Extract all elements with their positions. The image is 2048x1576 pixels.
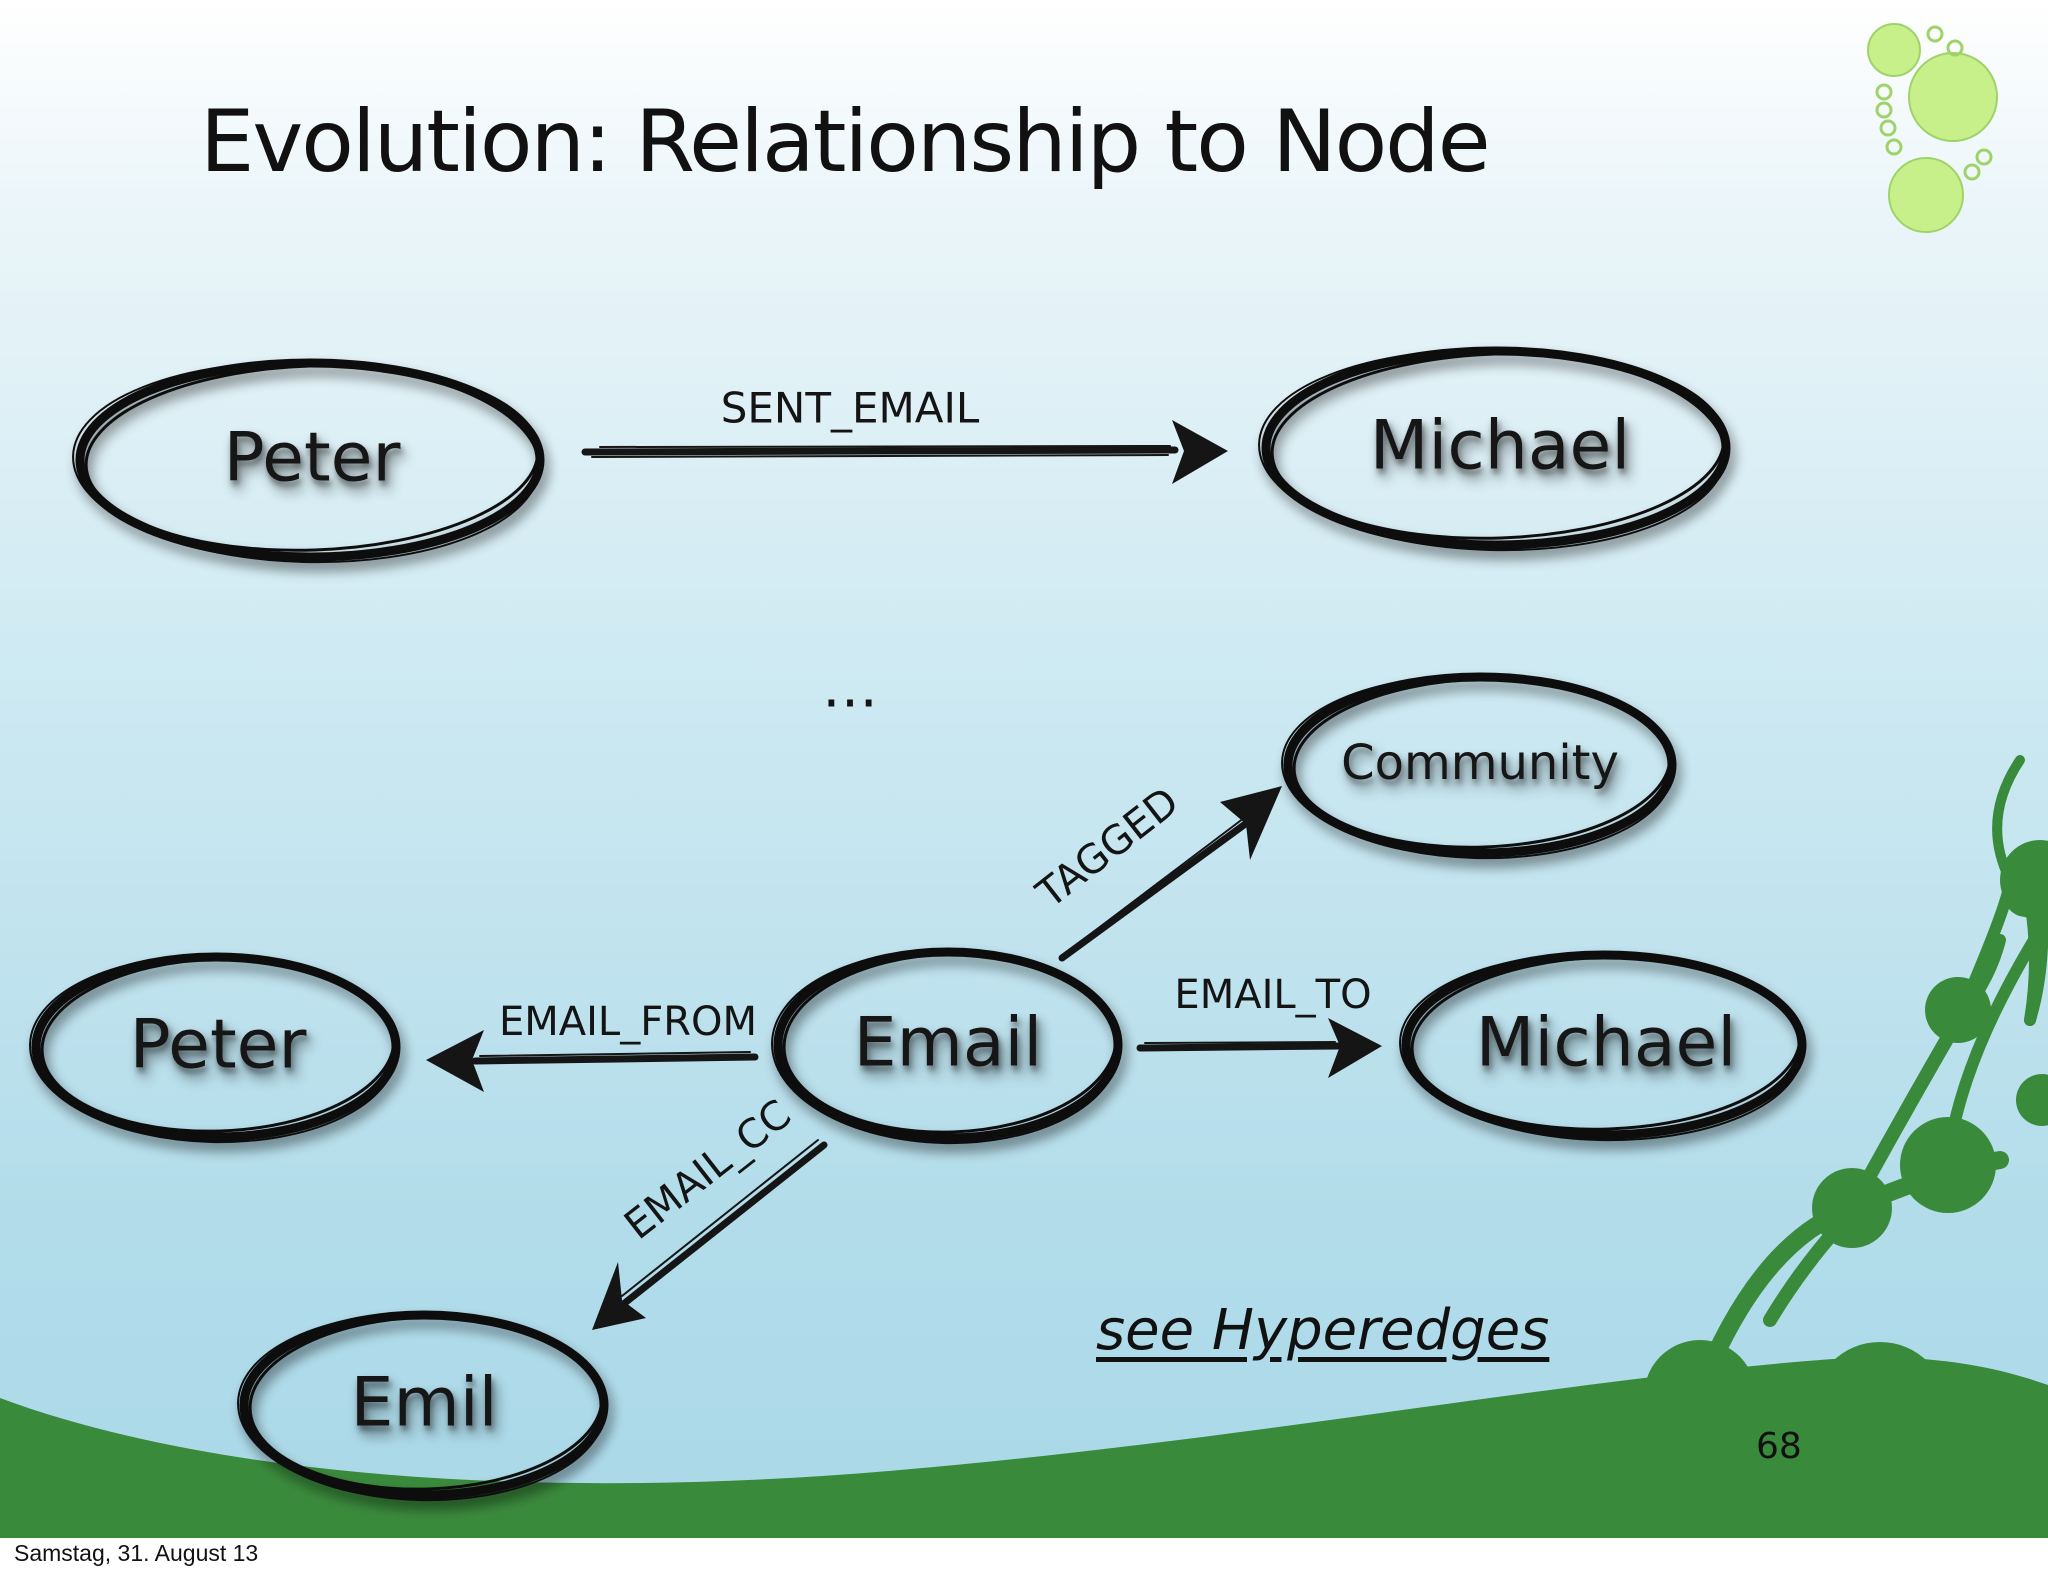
green-hill-decoration [0,1357,2048,1538]
slide: Evolution: Relationship to Node Michael … [0,0,2048,1538]
bubbles-decoration [1867,23,1998,233]
edge-label: EMAIL_FROM [499,999,757,1045]
node-label: Emil [351,1364,498,1443]
node-community: Community [1281,672,1677,860]
node-label: Peter [224,419,401,498]
page-number: 68 [1756,1426,1802,1467]
background-decoration [0,23,2048,1538]
node-label: Peter [130,1006,307,1085]
node-peter-bottom: Peter [29,952,401,1144]
node-label: Email [854,1004,1043,1083]
arrowhead [426,1030,484,1092]
node-email: Email [771,947,1123,1145]
edge-tagged: TAGGED [1028,779,1282,962]
node-label: Community [1341,735,1619,791]
arrowhead [1172,420,1228,484]
edge-label: TAGGED [1028,779,1188,918]
slide-title: Evolution: Relationship to Node [200,92,1491,192]
arrowhead [1220,786,1282,860]
arrowhead [1328,1018,1382,1078]
edge-sent-email: SENT_EMAIL [581,384,1228,484]
edge-label: EMAIL_TO [1174,972,1371,1018]
edge-email-from: EMAIL_FROM [426,999,759,1092]
see-hyperedges-link[interactable]: see Hyperedges [1096,1298,1550,1363]
node-emil: Emil [237,1310,609,1502]
node-michael-top: Michael [1258,346,1731,552]
node-michael-bottom: Michael [1399,950,1807,1142]
node-peter-top: Peter [72,358,545,564]
node-label: Michael [1370,407,1630,486]
footer-date: Samstag, 31. August 13 [14,1540,259,1566]
graph-diagram: Michael ===== --> Peter SENT_EMAIL Micha… [29,346,1807,1502]
edge-email-cc: EMAIL_CC [592,1091,828,1330]
edge-email-to: EMAIL_TO [1136,972,1382,1078]
edge-label: SENT_EMAIL [721,384,980,433]
node-label: Michael [1476,1004,1736,1083]
edge-label: EMAIL_CC [616,1091,800,1249]
arrowhead [592,1262,646,1330]
ellipsis-text: … [822,656,878,721]
